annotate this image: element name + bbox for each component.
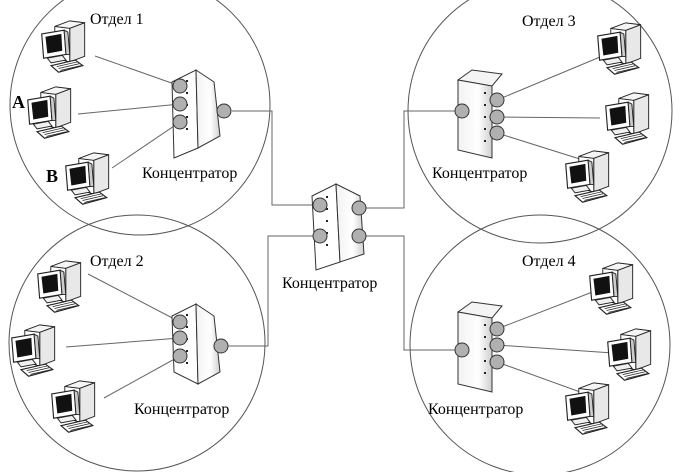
computer-icon — [27, 86, 72, 139]
computer-icon — [607, 328, 652, 381]
marker-b: B — [46, 166, 58, 186]
department-1-label: Отдел 1 — [90, 11, 144, 28]
computer-icon — [565, 150, 610, 203]
hub-icon — [171, 69, 232, 159]
department-3-label: Отдел 3 — [522, 13, 576, 30]
computer-icon — [11, 324, 56, 377]
hub-icon — [311, 183, 367, 271]
hub-4-label: Концентратор — [428, 401, 523, 418]
computer-icon — [41, 20, 86, 73]
computer-icon — [597, 22, 642, 75]
computer-icon — [565, 382, 610, 435]
hub-2-label: Концентратор — [134, 401, 229, 418]
computer-icon — [605, 92, 650, 145]
computer-icon — [37, 260, 82, 313]
department-2-label: Отдел 2 — [90, 253, 144, 270]
department-4-label: Отдел 4 — [522, 253, 576, 270]
computer-icon — [65, 152, 110, 205]
hub-3-label: Концентратор — [432, 165, 527, 182]
marker-a: A — [12, 92, 25, 112]
computer-icon — [51, 380, 96, 433]
central-hub-label: Концентратор — [282, 275, 377, 292]
hub-icon — [171, 303, 229, 385]
hub-icon — [454, 301, 505, 393]
department-circle-2 — [8, 214, 266, 472]
hub-icon — [454, 69, 505, 159]
cables — [65, 55, 614, 399]
department-circle-1 — [9, 0, 271, 236]
computer-icon — [589, 262, 634, 315]
department-circle-4 — [409, 214, 671, 472]
hub-1-label: Концентратор — [142, 165, 237, 182]
